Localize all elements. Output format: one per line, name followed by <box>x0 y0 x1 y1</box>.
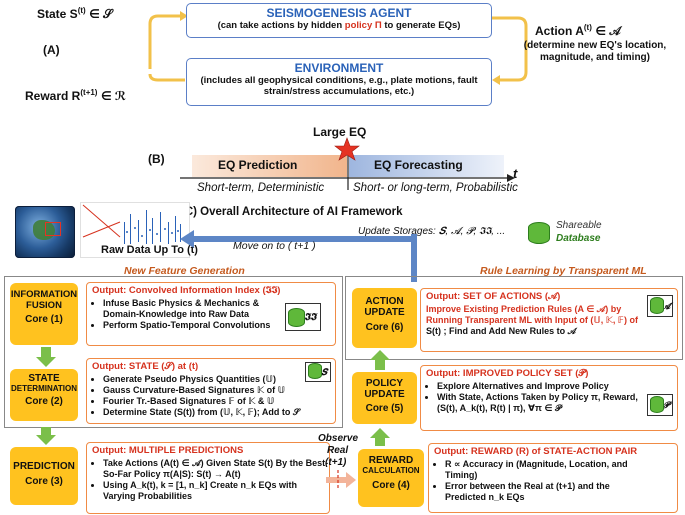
reward-card: Output: REWARD (R) of STATE-ACTION PAIR … <box>428 443 678 513</box>
environment-title: ENVIRONMENT <box>294 61 384 75</box>
arrow-1-2 <box>36 347 56 367</box>
environment-box: ENVIRONMENT (includes all geophysical co… <box>186 58 492 106</box>
raw-data-label: Raw Data Up To (t) <box>100 244 199 256</box>
forecasting-description: Short- or long-term, Probabilistic <box>353 182 518 194</box>
core-3-block: PREDICTION Core (3) <box>10 447 78 505</box>
forecasting-band <box>349 155 504 177</box>
action-db-icon: 𝓐 <box>647 295 673 317</box>
feature-frame <box>4 276 343 428</box>
rule-learning-label: Rule Learning by Transparent ML <box>480 265 647 277</box>
prediction-description: Short-term, Deterministic <box>197 182 325 194</box>
agent-subtitle: (can take actions by hidden policy Π to … <box>217 20 461 31</box>
globe-icon <box>15 206 75 258</box>
part-b-label: (B) <box>148 152 165 166</box>
large-eq-label: Large EQ <box>313 125 367 139</box>
state-card: Output: STATE (𝒮) at (t) Generate Pseudo… <box>86 358 336 424</box>
arrow-5-6 <box>370 350 390 370</box>
core-6-block: ACTION UPDATE Core (6) <box>352 288 417 348</box>
core-5-block: POLICY UPDATE Core (5) <box>352 372 417 424</box>
state-label: State S(t) ∈ 𝒮 <box>37 6 113 21</box>
core-1-block: INFORMATION FUSION Core (1) <box>10 283 78 345</box>
info-card: Output: Convolved Information Index (𝕴𝕴)… <box>86 282 336 346</box>
core-2-block: STATE DETERMINATION Core (2) <box>10 369 78 421</box>
observe-label: Observe <box>318 433 359 444</box>
action-description: (determine new EQ's location, magnitude,… <box>523 40 667 63</box>
new-feature-label: New Feature Generation <box>124 265 245 277</box>
rule-frame <box>345 276 683 360</box>
core-4-block: REWARD CALCULATION Core (4) <box>358 449 424 507</box>
move-on-vertical <box>411 234 417 282</box>
policy-db-icon: 𝓟 <box>647 394 673 416</box>
database-icon <box>528 222 550 244</box>
reward-label: Reward R(t+1) ∈ ℛ <box>25 88 127 103</box>
prediction-to-reward-arrow <box>326 470 356 490</box>
arrow-2-3 <box>36 427 56 445</box>
move-on-label: Move on to ( t+1 ) <box>233 240 316 252</box>
policy-card: Output: IMPROVED POLICY SET (𝒫) Explore … <box>420 365 678 431</box>
prediction-band <box>192 155 347 177</box>
real-label: Real <box>327 445 349 456</box>
shareable-label: Shareable <box>556 220 602 231</box>
database-label: Database <box>556 233 601 244</box>
star-icon <box>334 137 360 161</box>
environment-subtitle: (includes all geophysical conditions, e.… <box>200 75 478 97</box>
t-axis-label: t <box>513 166 518 181</box>
feedback-loop <box>148 11 528 85</box>
arrow-4-5 <box>370 428 390 446</box>
timeline <box>180 150 515 190</box>
forecasting-label: EQ Forecasting <box>374 158 463 172</box>
prediction-card: Output: MULTIPLE PREDICTIONS Take Action… <box>86 442 330 514</box>
update-storages-label: Update Storages: 𝑺, 𝓐, 𝓟, 𝕴𝕴, ... <box>358 226 506 237</box>
action-card: Output: SET OF ACTIONS (𝒜) Improve Exist… <box>420 288 678 352</box>
agent-title: SEISMOGENESIS AGENT <box>266 6 412 20</box>
part-c-title: (C) Overall Architecture of AI Framework <box>181 206 403 218</box>
state-db-icon: 𝑺 <box>305 362 331 382</box>
info-db-icon: 𝕴𝕴 <box>285 303 321 331</box>
prediction-label: EQ Prediction <box>218 158 298 172</box>
move-on-arrow <box>180 230 417 248</box>
action-label: Action A(t) ∈ 𝒜 <box>535 23 621 38</box>
region-marker <box>45 222 61 236</box>
part-a-label: (A) <box>43 43 60 57</box>
agent-box: SEISMOGENESIS AGENT (can take actions by… <box>186 3 492 38</box>
t-plus-label: (t+1) <box>325 457 347 468</box>
